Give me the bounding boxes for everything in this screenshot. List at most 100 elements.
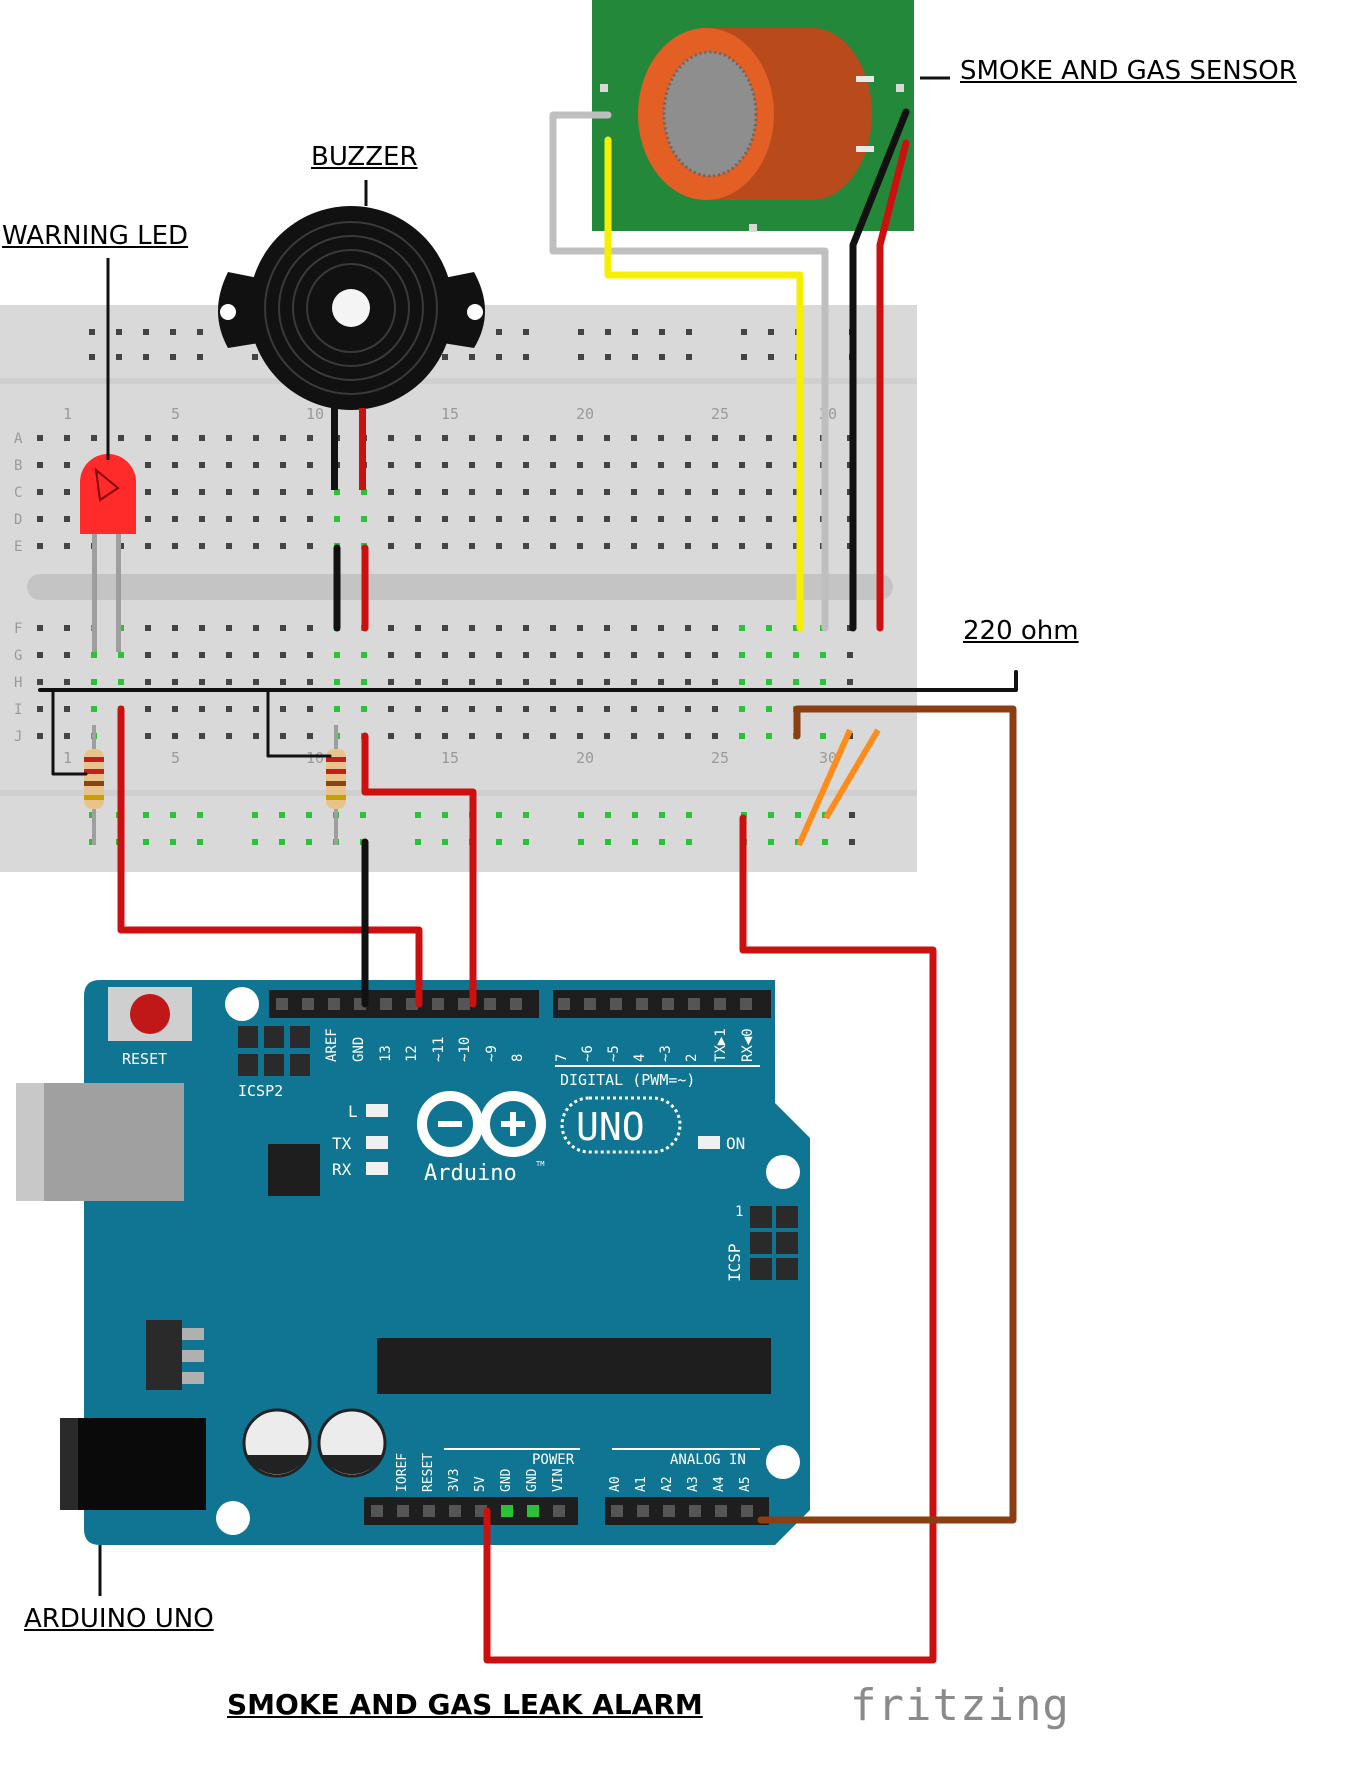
breadboard-hole [496,679,502,685]
buzzer-ring [306,263,396,353]
power-header [364,1497,578,1525]
breadboard-hole [712,462,718,468]
breadboard-hole [415,652,421,658]
breadboard-hole [442,489,448,495]
mount-hole [766,1155,800,1189]
breadboard-hole [253,543,259,549]
breadboard-hole [307,625,313,631]
row-letter: B [14,458,22,474]
buzzer-ring [264,221,438,395]
breadboard-hole [604,679,610,685]
resistor-band [84,795,104,800]
buzzer-center [332,289,370,327]
label-220-ohm: 220 ohm [963,616,1079,646]
breadboard-hole [793,679,799,685]
breadboard-hole [388,435,394,441]
breadboard-hole [361,489,367,495]
breadboard-hole [172,706,178,712]
breadboard-hole [253,625,259,631]
header-pin-active [527,1505,539,1517]
icsp-pin [750,1206,772,1228]
rail-hole [795,812,801,818]
breadboard-hole [577,733,583,739]
sensor-pin-stub [856,146,874,152]
row-letter: I [14,702,22,718]
digital-pin-label: AREF [324,1028,340,1062]
analog-pin-label: A3 [686,1476,701,1492]
rail-hole [632,839,638,845]
breadboard-hole [604,516,610,522]
breadboard-hole [388,706,394,712]
board-pcb [84,980,810,1545]
breadboard-hole [145,489,151,495]
rail-hole [442,839,448,845]
breadboard-hole [199,489,205,495]
rail-hole [197,354,203,360]
breadboard-hole [91,652,97,658]
breadboard-hole [523,516,529,522]
breadboard-hole [469,679,475,685]
icsp2-pin [290,1026,310,1048]
breadboard-hole [64,733,70,739]
breadboard-hole [766,679,772,685]
breadboard-hole [442,462,448,468]
resistor-band [326,795,346,800]
breadboard-hole [199,679,205,685]
breadboard-hole [712,706,718,712]
breadboard-hole [37,435,43,441]
column-number: 10 [306,749,324,767]
rail-hole [768,329,774,335]
header-pin [302,998,314,1010]
sensor-pin-stub [856,76,874,82]
rail-hole [768,839,774,845]
breadboard-hole [199,652,205,658]
arduino-logo-text: Arduino [424,1161,517,1186]
rail-hole [686,812,692,818]
breadboard-hole [523,652,529,658]
breadboard-hole [145,652,151,658]
breadboard-hole [712,435,718,441]
breadboard-hole [415,625,421,631]
breadboard-hole [226,516,232,522]
breadboard-hole [712,733,718,739]
rail-hole [686,329,692,335]
rail-hole [279,839,285,845]
breadboard-hole [658,625,664,631]
breadboard-hole [280,516,286,522]
breadboard-hole [685,733,691,739]
breadboard-hole [685,652,691,658]
power-jack-edge [60,1418,78,1510]
rail-hole [496,839,502,845]
breadboard-hole [523,625,529,631]
rail-hole [252,839,258,845]
breadboard-hole [226,652,232,658]
breadboard-hole [739,516,745,522]
breadboard-hole [91,435,97,441]
mount-hole [766,1445,800,1479]
header-pin [397,1505,409,1517]
breadboard-hole [604,462,610,468]
wire-5v [483,814,937,1664]
breadboard-hole [145,435,151,441]
header-pin [663,1505,675,1517]
rail-hole [143,354,149,360]
resistor-band [326,757,346,762]
wire-red [876,139,910,632]
header-pin [741,1505,753,1517]
breadboard-hole [658,652,664,658]
digital-pin-label: 8 [510,1054,526,1062]
sensor-pad [896,84,904,92]
led-on-label: ON [726,1134,745,1153]
breadboard-hole [739,652,745,658]
rail-hole [768,354,774,360]
header-pin [380,998,392,1010]
column-number: 10 [306,405,324,423]
rail-hole [197,329,203,335]
breadboard-hole [496,435,502,441]
capacitor-band [322,1455,382,1475]
breadboard-hole [253,489,259,495]
logo-plus-v [510,1112,516,1136]
breadboard-hole [442,625,448,631]
